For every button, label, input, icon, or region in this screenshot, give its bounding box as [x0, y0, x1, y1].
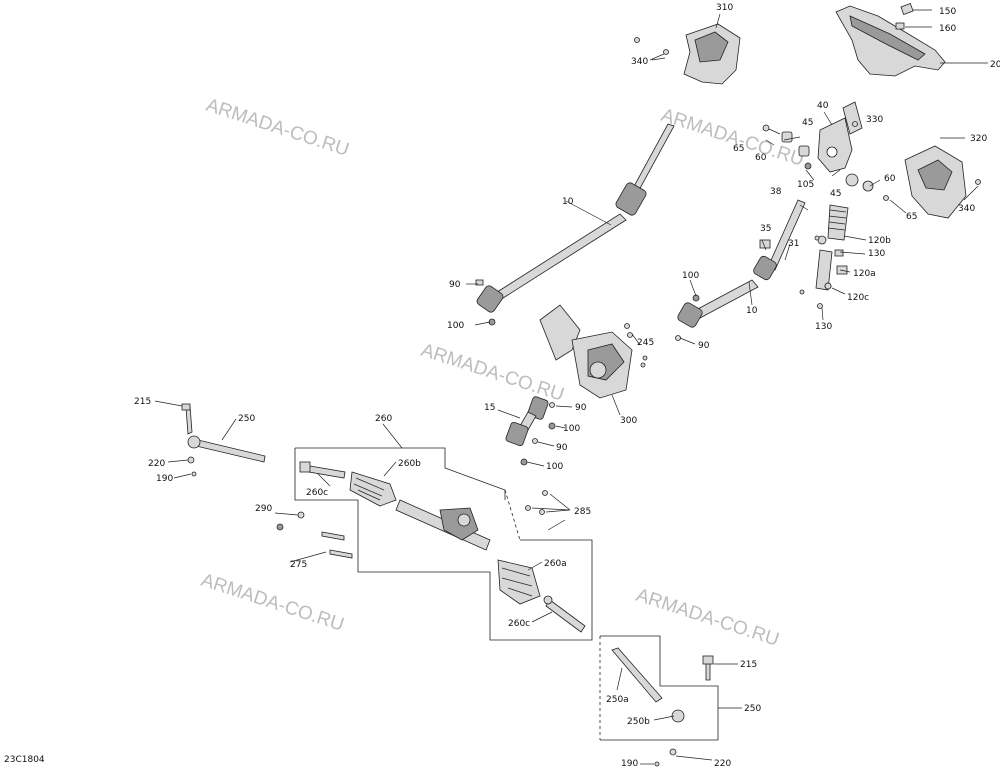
label-120c: 120c [847, 293, 869, 303]
rack-hardware [274, 511, 353, 563]
diagram-code: 23C1804 [4, 755, 45, 765]
label-105: 105 [797, 180, 814, 190]
rack-outline-lower [294, 448, 593, 641]
actuator-part [799, 204, 849, 309]
label-190: 190 [156, 474, 173, 484]
cover-part-310 [634, 13, 741, 85]
label-260a: 260a [544, 559, 567, 569]
label-160: 160 [939, 24, 956, 34]
label-90: 90 [698, 341, 710, 351]
cover-part-320 [904, 137, 967, 219]
column-bracket-part [817, 101, 863, 173]
tie-rod-right-outline [600, 635, 719, 741]
label-35: 35 [760, 224, 771, 234]
label-90: 90 [575, 403, 587, 413]
label-130: 130 [815, 322, 832, 332]
label-340: 340 [958, 204, 975, 214]
label-10: 10 [562, 197, 574, 207]
label-340: 340 [631, 57, 648, 67]
tie-rod-left [154, 400, 266, 479]
label-130: 130 [868, 249, 885, 259]
rack-outline [295, 447, 506, 500]
label-260c: 260c [306, 488, 328, 498]
label-100: 100 [563, 424, 580, 434]
power-steering-unit [539, 304, 648, 416]
label-260c: 260c [508, 619, 530, 629]
label-290: 290 [255, 504, 272, 514]
label-100: 100 [546, 462, 563, 472]
intermediate-shaft [497, 396, 556, 466]
label-100: 100 [682, 271, 699, 281]
watermark: ARMADA-CO.RU [203, 95, 351, 161]
label-250: 250 [744, 704, 761, 714]
label-260b: 260b [398, 459, 421, 469]
label-120a: 120a [853, 269, 876, 279]
label-250b: 250b [627, 717, 650, 727]
watermark: ARMADA-CO.RU [198, 570, 346, 636]
label-31: 31 [788, 239, 799, 249]
steering-shaft-left [475, 123, 675, 326]
watermark: ARMADA-CO.RU [633, 585, 781, 651]
steering-shaft-right [675, 199, 806, 341]
label-215: 215 [740, 660, 757, 670]
rack-outline-dashed [504, 489, 521, 541]
label-310: 310 [716, 3, 733, 13]
label-330: 330 [866, 115, 883, 125]
label-220: 220 [148, 459, 165, 469]
label-250a: 250a [606, 695, 629, 705]
handlebar-part [835, 5, 988, 77]
label-38: 38 [770, 187, 782, 197]
label-285: 285 [574, 507, 591, 517]
label-20: 20 [990, 60, 1000, 70]
label-245: 245 [637, 338, 654, 348]
label-10: 10 [746, 306, 758, 316]
label-320: 320 [970, 134, 987, 144]
label-90: 90 [556, 443, 568, 453]
label-150: 150 [939, 7, 956, 17]
label-45: 45 [802, 118, 813, 128]
label-300: 300 [620, 416, 637, 426]
label-220: 220 [714, 759, 731, 769]
label-60: 60 [884, 174, 896, 184]
label-45: 45 [830, 189, 841, 199]
watermark: ARMADA-CO.RU [418, 340, 566, 406]
label-100: 100 [447, 321, 464, 331]
label-40: 40 [817, 101, 829, 111]
column-hardware [762, 121, 981, 201]
tie-rod-right [611, 647, 742, 767]
label-275: 275 [290, 560, 307, 570]
steering-rack [299, 461, 586, 633]
label-90: 90 [449, 280, 461, 290]
label-65: 65 [733, 144, 744, 154]
label-190: 190 [621, 759, 638, 769]
label-215: 215 [134, 397, 151, 407]
clip-part [895, 3, 932, 30]
label-250: 250 [238, 414, 255, 424]
label-120b: 120b [868, 236, 891, 246]
label-65: 65 [906, 212, 917, 222]
label-260: 260 [375, 414, 392, 424]
label-60: 60 [755, 153, 767, 163]
label-15: 15 [484, 403, 495, 413]
